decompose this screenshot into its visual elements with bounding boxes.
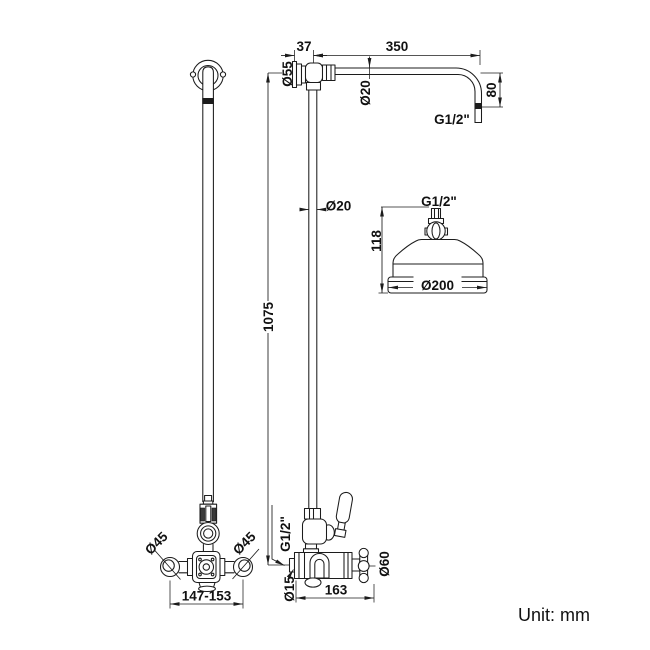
dia60-label: Ø60	[377, 551, 392, 577]
diverter-front	[196, 494, 220, 553]
arm-thread-band	[474, 103, 482, 109]
valve-foot	[304, 577, 322, 588]
shower-arm	[334, 67, 483, 124]
dia20-riser-label: Ø20	[326, 199, 352, 214]
rail-joint-band	[202, 98, 214, 104]
thermostatic-valve-side	[288, 547, 370, 588]
arm-nut	[321, 64, 336, 82]
dim-depth-label: 163	[325, 583, 348, 598]
arm-tee	[304, 62, 324, 84]
outlet-hoop	[309, 552, 330, 579]
dia45-right-leader	[232, 548, 260, 580]
g12-inlet-leader	[271, 505, 285, 566]
thermostatic-valve-front	[191, 550, 221, 593]
dia45-left-label: Ø45	[142, 529, 171, 558]
rail-pipe-front	[202, 66, 214, 502]
shower-head	[387, 207, 488, 294]
g12-arm-label: G1/2"	[434, 112, 470, 127]
head-detail: G1/2" 118 Ø200	[369, 194, 488, 294]
dim-head-height-label: 118	[369, 230, 384, 252]
dia45-left-leader	[153, 549, 181, 580]
dim-height-label: 1075	[261, 301, 276, 332]
wall-inlet-stub	[288, 557, 296, 573]
side-view: 37 350 Ø55 Ø20 G1/2" 80 Ø20 1075 G1/2" Ø…	[261, 39, 503, 603]
g12-head-label: G1/2"	[421, 194, 457, 209]
dim-wall-offset-label: 37	[296, 39, 311, 54]
dim-arm-length-label: 350	[386, 39, 409, 54]
diverter-side	[301, 491, 353, 555]
dia55-label: Ø55	[280, 61, 295, 87]
dim-centres-label: 147-153	[182, 589, 232, 604]
unit-label: Unit: mm	[518, 605, 590, 625]
dia45-right-label: Ø45	[230, 529, 259, 558]
dim-drop-label: 80	[484, 82, 499, 97]
dia200-label: Ø200	[421, 278, 454, 293]
dia15-label: Ø15	[282, 576, 297, 602]
g12-inlet-label: G1/2"	[278, 516, 293, 552]
lever-handle	[333, 491, 353, 538]
front-view: Ø45 Ø45 147-153	[142, 59, 260, 609]
wall-flange-side	[291, 60, 307, 89]
dia20-arm-label: Ø20	[358, 80, 373, 106]
cross-handle	[351, 547, 370, 584]
